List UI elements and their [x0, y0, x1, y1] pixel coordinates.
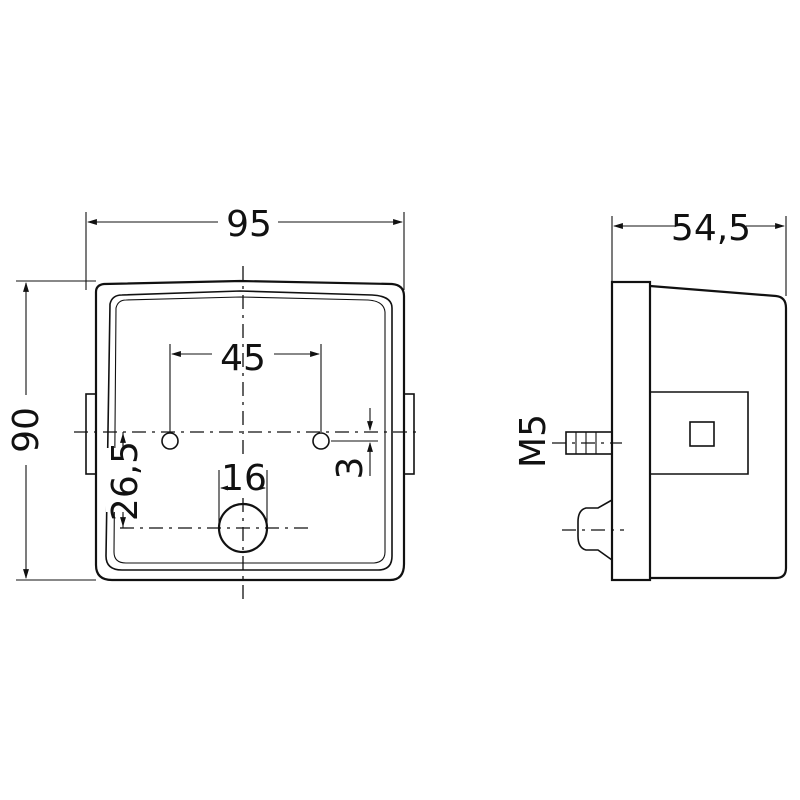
left-tab — [85, 393, 97, 475]
dim-95-label: 95 — [226, 204, 272, 245]
lens-inner-outline — [113, 296, 386, 564]
dim-3-label: 3 — [330, 457, 371, 480]
m5-label: M5 — [513, 414, 554, 468]
dim-16-label: 16 — [221, 458, 267, 499]
right-tab — [403, 393, 415, 475]
front-view: 95 90 45 26,5 3 16 — [6, 204, 418, 600]
flange — [610, 280, 652, 582]
left-mounting-hole — [161, 432, 179, 450]
lens-outline — [105, 290, 393, 571]
cable-gland — [577, 499, 613, 561]
dim-90-label: 90 — [6, 407, 47, 453]
lens-body — [649, 284, 788, 580]
housing-outline — [94, 279, 406, 582]
dim-26-5-label: 26,5 — [105, 441, 146, 521]
connector-window — [689, 421, 715, 447]
side-view: 54,5 M5 — [513, 208, 788, 582]
connector-tab — [650, 391, 749, 475]
dim-16-label-bg — [228, 460, 260, 494]
dim-45-label: 45 — [220, 338, 266, 379]
dim-26-5-label-bg — [106, 448, 140, 512]
dim-54-5-label: 54,5 — [671, 208, 751, 249]
right-mounting-hole — [312, 432, 330, 450]
